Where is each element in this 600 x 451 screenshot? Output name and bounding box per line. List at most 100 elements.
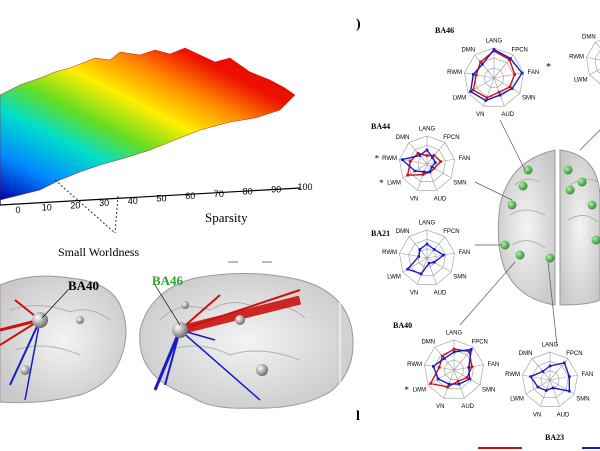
radar-axis-label: FPCN — [512, 47, 528, 53]
radar-series-blue — [469, 48, 523, 102]
radar-axis-label: LWM — [510, 397, 524, 403]
radar-axis-label: SMN — [522, 96, 535, 102]
top-view-brain — [497, 149, 600, 306]
brain-panel: BA40 BA46 — [0, 261, 354, 409]
x-tick-label: 90 — [271, 184, 281, 194]
radar-axis-label: SMN — [482, 388, 495, 394]
radar-title: BA46 — [435, 26, 454, 35]
green-node — [545, 253, 555, 263]
radar-axis-label: DMN — [421, 339, 435, 345]
radar-title: BA44 — [371, 122, 390, 131]
green-node — [500, 240, 510, 250]
radar-axis-label: FAN — [528, 70, 540, 76]
x-tick-label: 10 — [42, 203, 52, 213]
radar-axis-label: LANG — [419, 127, 436, 133]
radar-title: BA21 — [371, 229, 390, 238]
green-node — [507, 200, 517, 210]
radar-axis-label: VN — [533, 412, 541, 418]
radar-axis-label: RWM — [447, 70, 462, 76]
radar-axis-label: FPCN — [443, 135, 459, 141]
brain-label-ba40: BA40 — [68, 278, 99, 293]
radar-axis-label: SMN — [453, 181, 466, 187]
surface-plot: 0 10 20 30 40 50 60 70 80 90 100 Sparsity Small Wo… — [0, 47, 313, 259]
radar-series-blue — [406, 243, 445, 275]
radar-title: BA23 — [545, 433, 564, 442]
x-tick-label: 40 — [128, 196, 138, 206]
radar-axis-label: SMN — [453, 275, 466, 281]
green-node — [577, 177, 587, 187]
radar-axis-label: DMN — [519, 351, 533, 357]
radar-ba44: LANG FPCN FAN SMN AUD VN LWM RWM DMN BA44 * * — [371, 122, 470, 202]
radar-axis-label: VN — [410, 290, 418, 296]
radar-axis-label: DMN — [582, 34, 596, 40]
green-node — [563, 165, 573, 175]
radar-axis-label: DMN — [396, 229, 410, 235]
x-tick-label: 50 — [156, 194, 166, 204]
radar-axis-label: LWM — [387, 275, 401, 281]
radar-axis-label: RWM — [382, 156, 397, 162]
brain-label-ba46: BA46 — [152, 273, 184, 288]
radar-axis-label: RWM — [407, 362, 422, 368]
radar-axis-label: FAN — [459, 250, 471, 256]
radar-axis-label: FAN — [582, 372, 594, 378]
radar-axis-label: RWM — [382, 250, 397, 256]
x-tick-label: 70 — [214, 189, 224, 199]
x-tick-label: 60 — [185, 191, 195, 201]
radar-axis-label: AUD — [434, 196, 447, 202]
radar-series-blue — [432, 348, 473, 385]
radar-ba40: LANG FPCN FAN SMN AUD VN LWM RWM DMN BA40 * — [393, 321, 499, 410]
green-node — [518, 181, 528, 191]
radar-axis-label: VN — [476, 112, 484, 118]
x-axis-line — [0, 187, 301, 206]
significance-star: * — [546, 62, 551, 73]
x-tick-label: 20 — [70, 200, 80, 210]
x-tick-label: 0 — [15, 205, 20, 215]
x-tick-label: 80 — [243, 187, 253, 197]
radar-ba21: LANG FPCN FAN SMN AUD VN LWM RWM DMN BA21 — [371, 221, 470, 297]
small-worldness-annotation: Small Worldness — [58, 245, 139, 259]
radar-axis-label: FPCN — [566, 351, 582, 357]
radar-axis-label: AUD — [434, 290, 447, 296]
radar-axis-label: LANG — [446, 331, 463, 337]
radar-series-blue — [529, 362, 571, 393]
radar-axis-label: VN — [410, 196, 418, 202]
radar-axis-label: LANG — [542, 343, 559, 349]
radar-axis-label: FPCN — [443, 229, 459, 235]
green-node — [591, 235, 600, 245]
radar-ba23: LANG FPCN FAN SMN AUD VN LWM RWM DMN BA23 — [505, 343, 593, 443]
radar-axis-label: AUD — [557, 412, 570, 418]
radar-axis-label: DMN — [396, 135, 410, 141]
radar-axis-label: SMN — [576, 397, 589, 403]
significance-star: * — [375, 154, 380, 164]
radar-axis-label: LANG — [486, 39, 503, 45]
significance-star: * — [404, 385, 409, 395]
radar-axis-label: FAN — [488, 362, 500, 368]
radar-axis-label: LWM — [453, 96, 467, 102]
x-axis-ticks: 0 10 20 30 40 50 60 70 80 90 100 — [15, 182, 312, 215]
surface-mesh — [0, 47, 296, 201]
radar-axis-label: LWM — [387, 181, 401, 187]
radar-axis-label: RWM — [505, 372, 520, 378]
radar-axis-label: VN — [436, 404, 444, 410]
radar-title: BA40 — [393, 321, 412, 330]
green-node — [515, 250, 525, 260]
x-tick-label: 100 — [297, 182, 312, 192]
radar-axis-label: DMN — [461, 47, 475, 53]
x-axis-label: Sparsity — [205, 210, 248, 225]
radar-axis-label: LWM — [574, 78, 588, 84]
radar-axis-label: AUD — [461, 404, 474, 410]
radar-axis-label: FAN — [459, 156, 471, 162]
x-tick-label: 30 — [99, 198, 109, 208]
radar-series-blue — [400, 149, 437, 173]
green-node — [587, 200, 597, 210]
radar-axis-label: LANG — [419, 221, 436, 227]
radar-axis-label: FPCN — [472, 339, 488, 345]
brain-left — [0, 275, 127, 404]
radar-charts: LANGFPCNFANSMNAUDVNLWMRWMDMNBA46*LANGFPC… — [371, 26, 600, 442]
significance-star: * — [379, 178, 384, 188]
green-node — [523, 165, 533, 175]
panel-letter-top: ) — [356, 17, 361, 32]
radar-axis-label: LWM — [413, 388, 427, 394]
panel-letter: l — [356, 409, 360, 424]
